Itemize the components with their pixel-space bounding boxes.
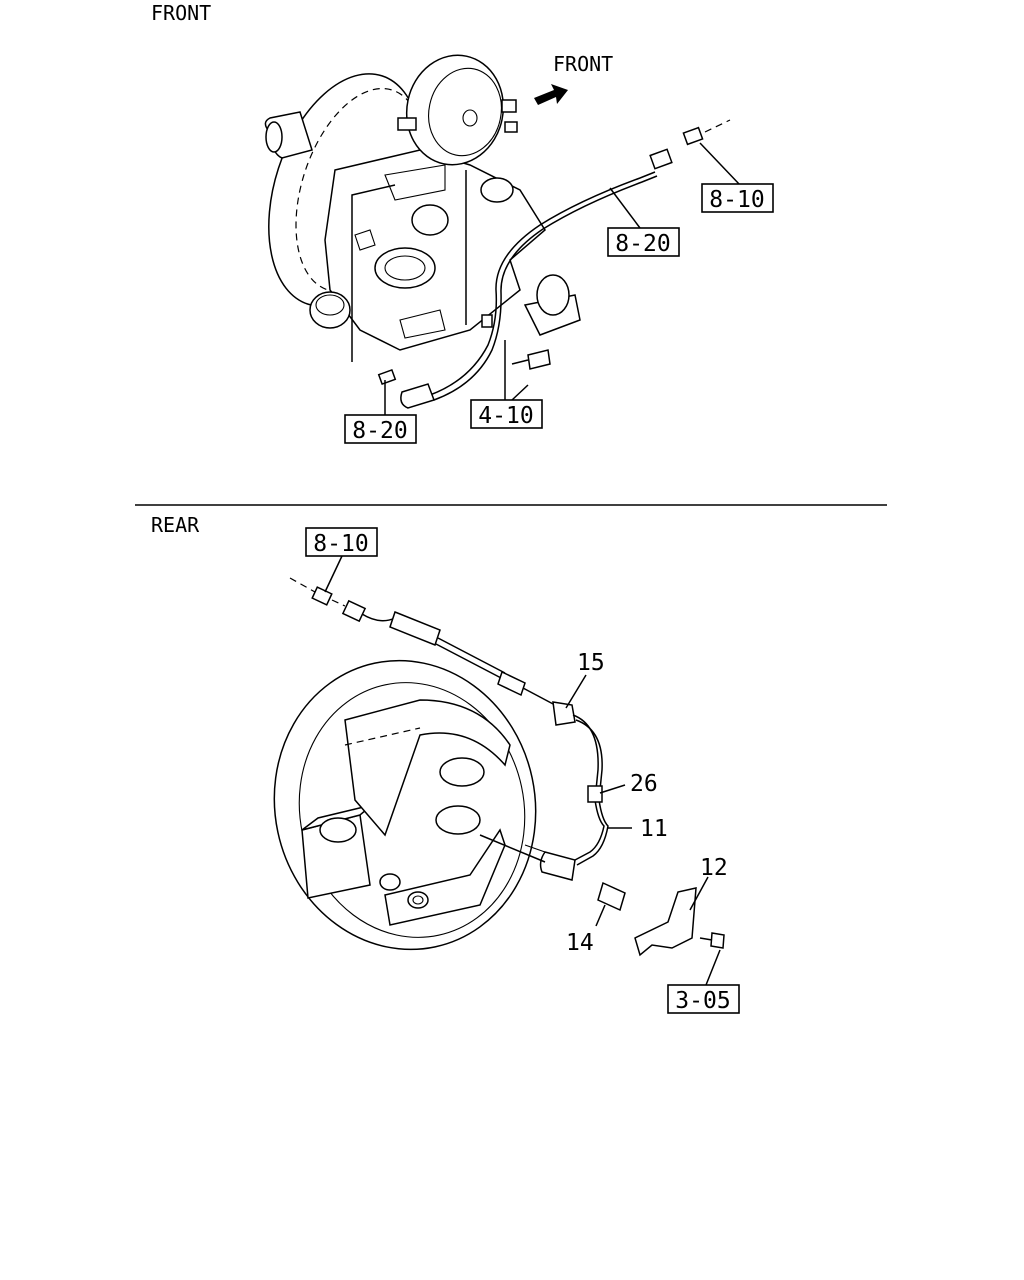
rear-part-14: 14	[566, 930, 594, 956]
rear-part-15: 15	[577, 650, 605, 676]
rear-harness-sleeve	[389, 611, 441, 646]
front-ref-sensor: 8-20	[344, 414, 417, 444]
rear-grommet-26	[587, 785, 603, 803]
direction-arrow-icon	[534, 84, 568, 105]
svg-text:8-10: 8-10	[313, 531, 368, 557]
rear-body-connector	[311, 586, 333, 606]
front-hub-cap	[397, 54, 518, 166]
rear-part-12: 12	[700, 855, 728, 881]
front-leader-lines	[351, 142, 741, 415]
front-direction-label: FRONT	[553, 52, 613, 76]
rear-bushing-14	[597, 881, 626, 912]
rear-part-11: 11	[640, 816, 668, 842]
front-knuckle	[309, 149, 581, 351]
front-wheel-sensor	[400, 383, 435, 409]
svg-text:3-05: 3-05	[675, 988, 730, 1014]
rear-backing-plate	[273, 659, 537, 951]
rear-harness-connector	[341, 599, 367, 623]
front-section: FRONT FRONT	[151, 1, 774, 444]
front-sensor-bushing	[377, 368, 397, 386]
rear-wheel-sensor	[539, 851, 576, 881]
svg-text:8-20: 8-20	[615, 231, 670, 257]
front-body-connector	[682, 126, 704, 146]
front-harness-clip	[481, 314, 493, 328]
rear-clip-15	[552, 701, 576, 726]
rear-section-title: REAR	[151, 513, 200, 537]
front-ref-harness: 8-20	[607, 227, 680, 257]
front-section-title: FRONT	[151, 1, 211, 25]
rear-bolt	[710, 932, 725, 949]
rear-section: REAR	[151, 513, 740, 1014]
svg-text:8-20: 8-20	[352, 418, 407, 444]
front-ref-bolts: 4-10	[470, 399, 543, 429]
rear-part-26: 26	[630, 771, 658, 797]
rear-ref-bolt: 3-05	[667, 984, 740, 1014]
rear-ref-connector: 8-10	[305, 527, 378, 557]
rear-sensor-harness	[289, 577, 725, 957]
svg-text:4-10: 4-10	[478, 403, 533, 429]
rear-leader-lines	[324, 555, 721, 986]
svg-text:8-10: 8-10	[709, 187, 764, 213]
front-harness-connector	[649, 148, 673, 170]
rear-bracket-12	[634, 887, 697, 957]
front-sensor-harness	[377, 119, 731, 409]
rear-brake-shoe-upper	[344, 699, 511, 837]
front-bolt	[511, 349, 551, 370]
front-ref-connector-top: 8-10	[701, 183, 774, 213]
